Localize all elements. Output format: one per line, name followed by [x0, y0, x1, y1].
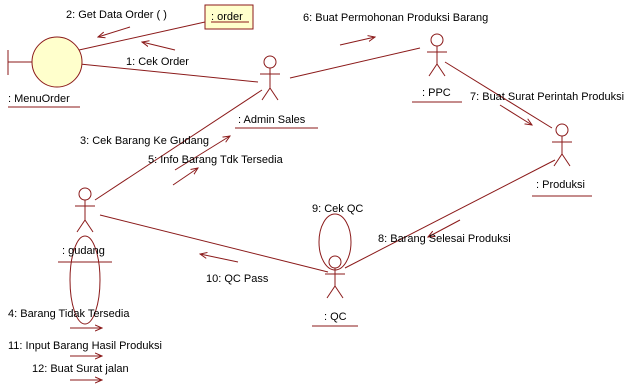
message-6: 6: Buat Permohonan Produksi Barang	[303, 12, 488, 24]
message-5: 5: Info Barang Tdk Tersedia	[148, 154, 284, 166]
ppc-actor	[427, 33, 447, 77]
qc-self-loop	[318, 213, 352, 271]
produksi-actor	[552, 123, 572, 167]
message-7: 7: Buat Surat Perintah Produksi	[470, 91, 624, 103]
order-label: : order	[211, 11, 243, 23]
link-menuorder-adminsales	[59, 61, 259, 83]
arrow-m8	[428, 219, 461, 237]
message-1: 1: Cek Order	[126, 56, 189, 68]
message-3: 3: Cek Barang Ke Gudang	[80, 135, 209, 147]
gudang-label: : gudang	[62, 245, 105, 257]
message-11: 11: Input Barang Hasil Produksi	[8, 340, 162, 352]
arrow-m5	[172, 168, 198, 186]
arrow-m3	[174, 136, 230, 171]
message-8: 8: Barang Selesai Produksi	[378, 233, 511, 245]
link-adminsales-gudang	[94, 89, 263, 201]
arrow-m6	[339, 37, 375, 46]
message-10: 10: QC Pass	[206, 273, 269, 285]
gudang-self-loop	[69, 235, 101, 325]
produksi-label: : Produksi	[536, 179, 585, 191]
link-ppc-produksi	[444, 61, 553, 129]
admin-sales-label: : Admin Sales	[238, 114, 306, 126]
qc-actor	[325, 255, 345, 299]
message-4: 4: Barang Tidak Tersedia	[8, 308, 130, 320]
link-gudang-qc	[99, 214, 329, 273]
arrow-m1	[142, 42, 176, 51]
link-order-menuorder	[69, 21, 206, 53]
message-9: 9: Cek QC	[312, 203, 363, 215]
qc-label: : QC	[324, 311, 347, 323]
menuorder-boundary	[7, 36, 83, 88]
message-2: 2: Get Data Order ( )	[66, 9, 167, 21]
arrow-m10	[200, 254, 239, 263]
admin-sales-actor	[260, 55, 280, 101]
order-box	[204, 4, 254, 30]
arrow-m2	[98, 26, 131, 37]
ppc-label: : PPC	[422, 87, 451, 99]
link-qc-produksi	[344, 159, 556, 269]
gudang-actor	[75, 187, 95, 233]
menuorder-label: : MenuOrder	[8, 93, 70, 105]
link-adminsales-ppc	[289, 47, 421, 79]
message-12: 12: Buat Surat jalan	[32, 363, 129, 375]
arrow-m7	[499, 104, 532, 125]
